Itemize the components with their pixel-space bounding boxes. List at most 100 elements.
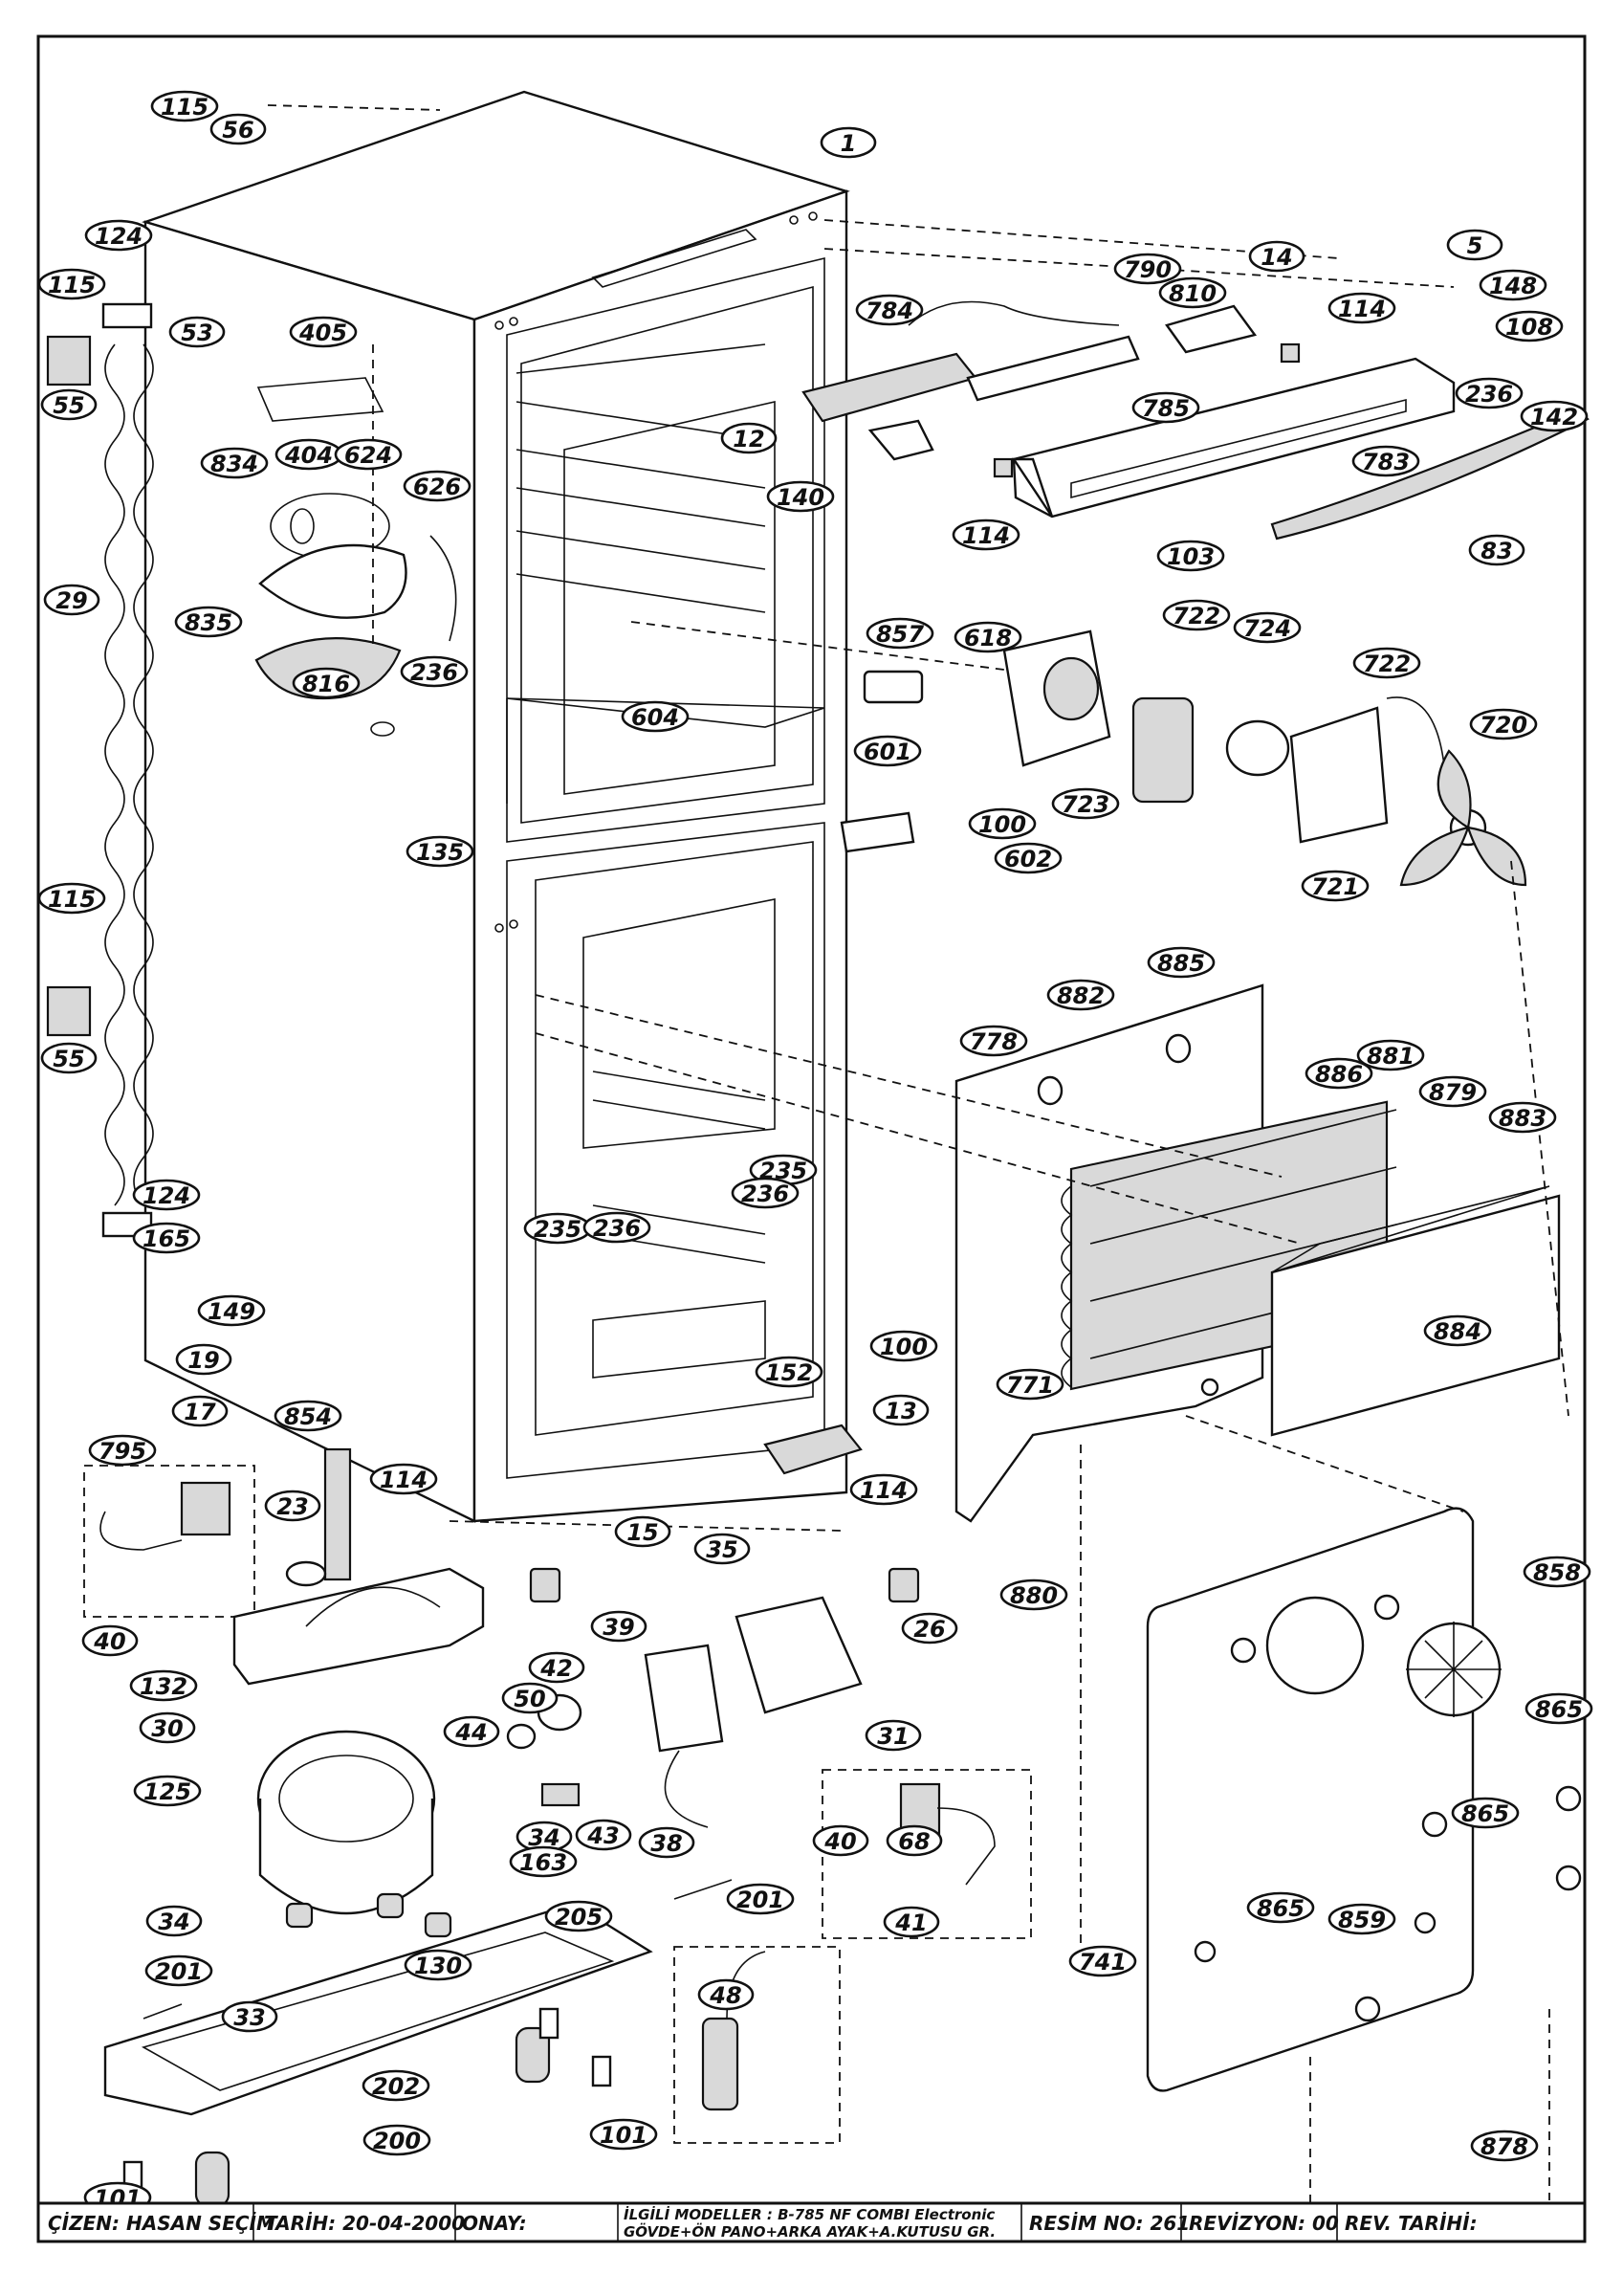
callout-bubble xyxy=(865,1719,922,1752)
part-callout-41: 41 xyxy=(883,1906,940,1938)
callout-bubble xyxy=(133,1775,202,1807)
callout-label: 880 xyxy=(1010,1582,1058,1609)
callout-bubble xyxy=(403,470,472,502)
callout-bubble xyxy=(1246,1891,1315,1924)
callout-label: 115 xyxy=(48,272,96,298)
callout-bubble xyxy=(1051,787,1120,820)
part-callout-115: 115 xyxy=(37,268,106,300)
callout-label: 236 xyxy=(593,1215,641,1242)
callout-label: 101 xyxy=(600,2122,647,2149)
callout-bubble xyxy=(1327,1903,1396,1935)
callout-label: 882 xyxy=(1057,982,1105,1009)
callout-bubble xyxy=(1469,708,1538,740)
part-callout-53: 53 xyxy=(168,316,226,348)
callout-label: 33 xyxy=(233,2004,265,2031)
callout-label: 865 xyxy=(1257,1895,1305,1922)
callout-label: 13 xyxy=(885,1398,916,1424)
part-callout-200: 200 xyxy=(362,2124,431,2156)
callout-bubble xyxy=(1468,534,1525,566)
callout-bubble xyxy=(40,1042,98,1074)
callout-bubble xyxy=(362,2124,431,2156)
callout-bubble xyxy=(1301,870,1370,902)
part-callout-810: 810 xyxy=(1158,276,1227,309)
callout-bubble xyxy=(145,1905,203,1937)
callout-label: 885 xyxy=(1157,950,1205,977)
callout-label: 236 xyxy=(1465,381,1513,408)
callout-label: 835 xyxy=(185,609,232,636)
callout-label: 55 xyxy=(53,1046,84,1072)
callout-bubble xyxy=(1470,2130,1539,2162)
callout-bubble xyxy=(1351,445,1420,477)
callout-label: 601 xyxy=(864,739,911,765)
part-callout-50: 50 xyxy=(501,1682,559,1714)
callout-bubble xyxy=(43,584,100,616)
callout-label: 114 xyxy=(380,1467,428,1493)
related-models: İLGİLİ MODELLER : B-785 NF COMBI Electro… xyxy=(624,2205,995,2223)
part-callout-1: 1 xyxy=(820,126,877,159)
part-callout-865: 865 xyxy=(1524,1692,1593,1725)
part-callout-100: 100 xyxy=(968,807,1037,840)
part-callout-124: 124 xyxy=(84,219,153,252)
part-callout-34: 34 xyxy=(145,1905,203,1937)
callout-bubble xyxy=(1305,1057,1373,1090)
callout-bubble xyxy=(1488,1101,1557,1134)
callout-label: 790 xyxy=(1124,256,1172,283)
part-callout-618: 618 xyxy=(954,621,1022,653)
callout-bubble xyxy=(1520,400,1589,432)
callout-bubble xyxy=(1352,647,1421,679)
part-callout-26: 26 xyxy=(901,1612,958,1645)
part-callout-881: 881 xyxy=(1356,1039,1425,1071)
part-callout-601: 601 xyxy=(853,735,922,767)
part-callout-816: 816 xyxy=(292,667,361,699)
callout-label: 201 xyxy=(736,1887,784,1913)
callout-bubble xyxy=(820,126,877,159)
callout-bubble xyxy=(589,2118,658,2151)
callout-bubble xyxy=(999,1578,1068,1611)
callout-bubble xyxy=(1356,1039,1425,1071)
callout-bubble xyxy=(174,606,243,638)
part-callout-626: 626 xyxy=(403,470,472,502)
callout-label: 31 xyxy=(877,1723,909,1750)
callout-bubble xyxy=(274,1400,342,1432)
part-callout-108: 108 xyxy=(1495,310,1564,342)
callout-bubble xyxy=(400,655,469,688)
callout-label: 883 xyxy=(1499,1105,1546,1132)
part-callout-124: 124 xyxy=(132,1179,201,1211)
callout-bubble xyxy=(575,1819,632,1851)
part-callout-405: 405 xyxy=(289,316,358,348)
part-callout-236: 236 xyxy=(731,1177,800,1209)
callout-bubble xyxy=(1162,599,1231,631)
callout-label: 19 xyxy=(187,1347,219,1374)
callout-label: 783 xyxy=(1362,449,1410,475)
callout-bubble xyxy=(872,1394,930,1426)
part-callout-114: 114 xyxy=(849,1473,918,1506)
part-callout-152: 152 xyxy=(755,1356,823,1388)
part-callout-205: 205 xyxy=(544,1900,613,1932)
callout-label: 44 xyxy=(454,1719,487,1746)
callout-label: 130 xyxy=(414,1953,462,1979)
part-callout-142: 142 xyxy=(1520,400,1589,432)
callout-label: 115 xyxy=(161,94,208,121)
callout-label: 108 xyxy=(1505,314,1553,341)
part-callout-880: 880 xyxy=(999,1578,1068,1611)
callout-bubble xyxy=(292,667,361,699)
callout-label: 100 xyxy=(978,811,1026,838)
callout-bubble xyxy=(144,1954,213,1987)
part-callout-56: 56 xyxy=(209,113,267,145)
condenser-coil xyxy=(46,302,154,1238)
callout-label: 834 xyxy=(210,451,258,477)
callout-label: 55 xyxy=(53,392,84,419)
part-callout-29: 29 xyxy=(43,584,100,616)
part-callout-236: 236 xyxy=(400,655,469,688)
callout-bubble xyxy=(812,1824,869,1857)
back-cover xyxy=(1146,1507,1582,2092)
part-callout-5: 5 xyxy=(1446,229,1503,261)
part-callout-201: 201 xyxy=(726,1883,795,1915)
callout-label: 40 xyxy=(93,1628,125,1655)
callout-bubble xyxy=(1131,391,1200,424)
part-callout-722: 722 xyxy=(1352,647,1421,679)
callout-label: 784 xyxy=(866,298,913,324)
part-callout-115: 115 xyxy=(150,90,219,122)
part-callout-130: 130 xyxy=(404,1949,472,1981)
